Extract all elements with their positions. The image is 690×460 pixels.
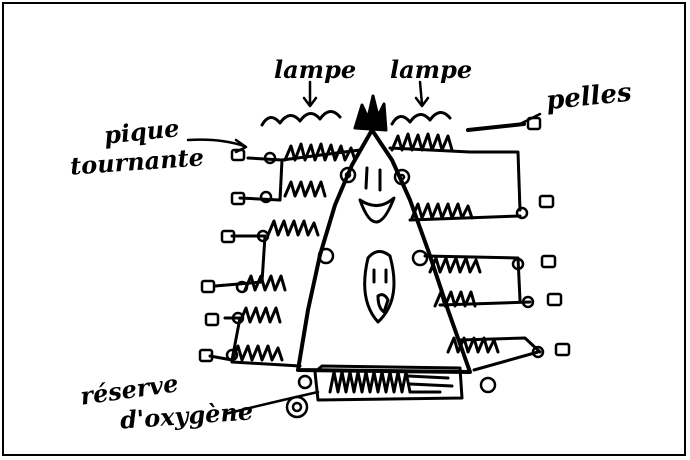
- face: [358, 166, 396, 324]
- lamp-label-right: lampe: [390, 55, 473, 84]
- side-swirls: [285, 166, 497, 419]
- drill-label-line1: pique: [102, 113, 181, 150]
- right-knobs: [511, 116, 571, 359]
- right-arms: [408, 150, 542, 372]
- pointer-arrows: [186, 80, 542, 416]
- lamp-label-left: lampe: [274, 55, 357, 84]
- body-triangle: [296, 128, 472, 374]
- top-bumps: [260, 110, 452, 127]
- oxygen-reserve: [313, 364, 464, 402]
- shovel-handle: [466, 122, 526, 132]
- top-teeth: [280, 132, 472, 162]
- crown: [353, 94, 388, 132]
- left-arms: [208, 156, 327, 368]
